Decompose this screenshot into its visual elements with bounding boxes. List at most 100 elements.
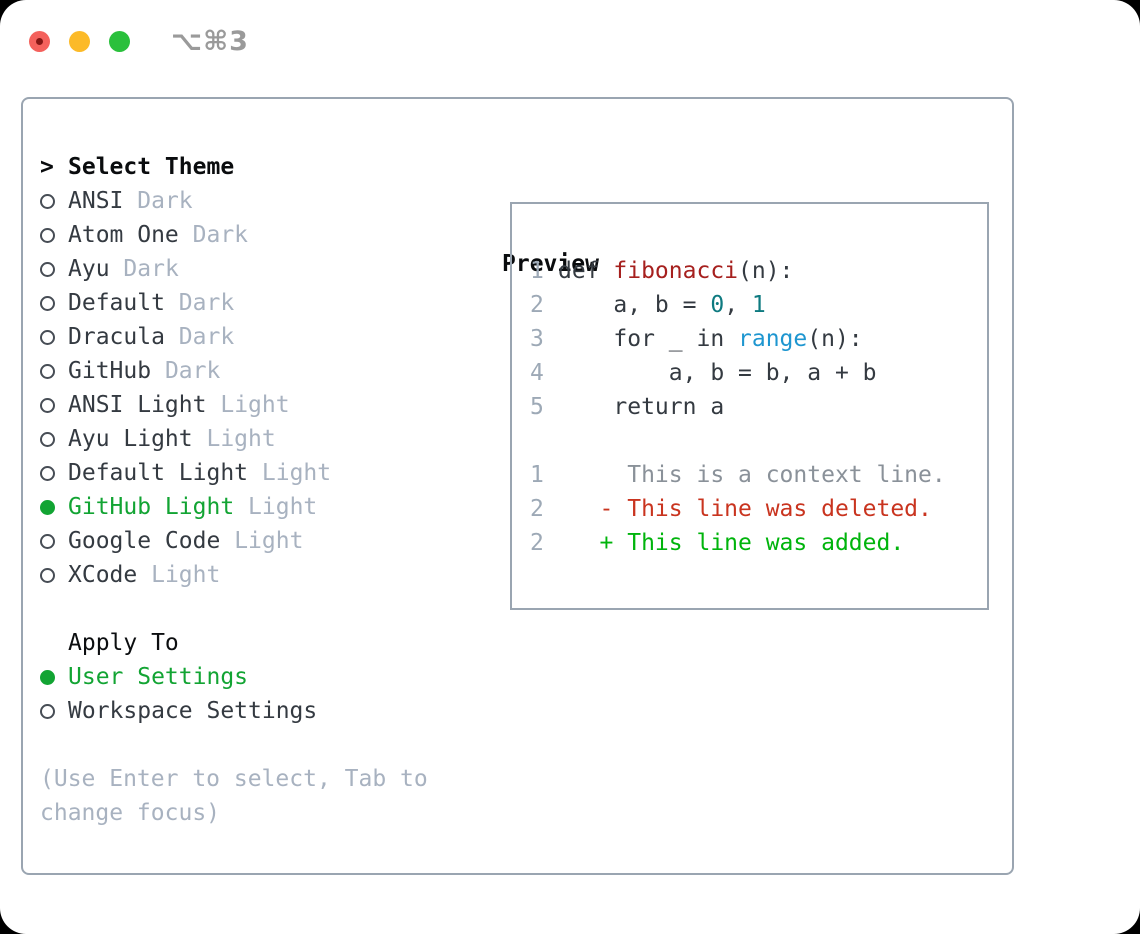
theme-name: Dracula bbox=[68, 324, 165, 350]
code-preview: 1 def fibonacci(n): 2 a, b = 0, 1 3 for … bbox=[530, 254, 987, 424]
diff-preview: 1 This is a context line. 2 - This line … bbox=[530, 458, 987, 560]
radio-icon bbox=[40, 703, 55, 719]
diff-line: 1 This is a context line. bbox=[530, 458, 987, 492]
theme-option[interactable]: ANSI Light Light bbox=[40, 388, 470, 422]
theme-variant: Dark bbox=[164, 358, 221, 384]
theme-picker-window: > Select Theme ANSI Dark Atom One Dark A… bbox=[21, 97, 1014, 875]
apply-to-option[interactable]: Workspace Settings bbox=[40, 694, 470, 728]
theme-variant: Light bbox=[261, 460, 332, 486]
minimize-button[interactable] bbox=[69, 31, 90, 52]
theme-name: Default bbox=[68, 290, 165, 316]
window-title: ⌥⌘3 bbox=[171, 26, 249, 57]
theme-variant: Light bbox=[151, 562, 221, 588]
preview-box: 1 def fibonacci(n): 2 a, b = 0, 1 3 for … bbox=[510, 202, 989, 610]
line-number: 2 bbox=[530, 292, 544, 318]
theme-panel: > Select Theme ANSI Dark Atom One Dark A… bbox=[40, 150, 470, 830]
theme-name: ANSI Light bbox=[68, 392, 207, 418]
diff-text: + This line was added. bbox=[558, 530, 905, 556]
line-number: 4 bbox=[530, 360, 544, 386]
code-text: def fibonacci(n): bbox=[558, 258, 794, 284]
theme-variant: Dark bbox=[178, 290, 235, 316]
line-number: 2 bbox=[530, 496, 544, 522]
diff-text: This is a context line. bbox=[558, 462, 946, 488]
radio-icon bbox=[40, 397, 55, 413]
line-number: 3 bbox=[530, 326, 544, 352]
code-line: 5 return a bbox=[530, 390, 987, 424]
code-line: 4 a, b = b, a + b bbox=[530, 356, 987, 390]
theme-name: Default Light bbox=[68, 460, 249, 486]
spacer bbox=[40, 728, 470, 762]
radio-icon bbox=[40, 193, 55, 209]
radio-icon bbox=[40, 363, 55, 379]
apply-to-option[interactable]: User Settings bbox=[40, 660, 470, 694]
radio-icon bbox=[40, 499, 55, 515]
code-line: 1 def fibonacci(n): bbox=[530, 254, 987, 288]
line-number: 5 bbox=[530, 394, 544, 420]
theme-name: GitHub bbox=[68, 358, 152, 384]
theme-option[interactable]: Dracula Dark bbox=[40, 320, 470, 354]
theme-option[interactable]: Google Code Light bbox=[40, 524, 470, 558]
theme-variant: Dark bbox=[137, 188, 193, 214]
code-text: a, b = 0, 1 bbox=[558, 292, 766, 318]
radio-icon bbox=[40, 465, 55, 481]
theme-option[interactable]: GitHub Light Light bbox=[40, 490, 470, 524]
theme-variant: Light bbox=[220, 392, 290, 418]
preview-title: Preview bbox=[502, 251, 599, 277]
theme-option[interactable]: GitHub Dark bbox=[40, 354, 470, 388]
theme-option[interactable]: Default Light Light bbox=[40, 456, 470, 490]
diff-line: 2 - This line was deleted. bbox=[530, 492, 987, 526]
code-line: 3 for _ in range(n): bbox=[530, 322, 987, 356]
theme-name: Google Code bbox=[68, 528, 221, 554]
theme-option[interactable]: Ayu Light Light bbox=[40, 422, 470, 456]
theme-name: Ayu bbox=[68, 256, 110, 282]
theme-option[interactable]: Ayu Dark bbox=[40, 252, 470, 286]
spacer bbox=[40, 592, 470, 626]
radio-icon bbox=[40, 295, 55, 311]
keyboard-hint: (Use Enter to select, Tab to change focu… bbox=[40, 766, 428, 826]
theme-option[interactable]: XCode Light bbox=[40, 558, 470, 592]
theme-list: ANSI Dark Atom One Dark Ayu Dark Default… bbox=[40, 184, 470, 592]
diff-line: 2 + This line was added. bbox=[530, 526, 987, 560]
theme-name: ANSI bbox=[68, 188, 124, 214]
apply-to-label: User Settings bbox=[68, 664, 249, 690]
theme-variant: Dark bbox=[192, 222, 249, 248]
code-text: a, b = b, a + b bbox=[558, 360, 877, 386]
theme-option[interactable]: ANSI Dark bbox=[40, 184, 470, 218]
apply-to-list: User Settings Workspace Settings bbox=[40, 660, 470, 728]
spacer bbox=[530, 424, 987, 458]
code-text: return a bbox=[558, 394, 725, 420]
code-text: for _ in range(n): bbox=[558, 326, 863, 352]
radio-icon bbox=[40, 431, 55, 447]
apply-to-label: Workspace Settings bbox=[68, 698, 318, 724]
radio-icon bbox=[40, 329, 55, 345]
line-number: 1 bbox=[530, 462, 544, 488]
line-number: 1 bbox=[530, 258, 544, 284]
theme-name: Ayu Light bbox=[68, 426, 193, 452]
theme-name: GitHub Light bbox=[68, 494, 235, 520]
radio-icon bbox=[40, 669, 55, 685]
diff-text: - This line was deleted. bbox=[558, 496, 932, 522]
radio-icon bbox=[40, 227, 55, 243]
code-line: 2 a, b = 0, 1 bbox=[530, 288, 987, 322]
theme-variant: Light bbox=[234, 528, 304, 554]
zoom-button[interactable] bbox=[109, 31, 130, 52]
theme-name: XCode bbox=[68, 562, 138, 588]
theme-variant: Light bbox=[248, 494, 318, 520]
line-number: 2 bbox=[530, 530, 544, 556]
apply-to-title: Apply To bbox=[68, 630, 179, 656]
theme-variant: Light bbox=[206, 426, 276, 452]
radio-icon bbox=[40, 261, 55, 277]
theme-name: Atom One bbox=[68, 222, 179, 248]
apply-to-header: Apply To bbox=[40, 626, 470, 660]
radio-icon bbox=[40, 567, 55, 583]
prompt-cursor: > bbox=[40, 154, 54, 180]
panel-header: > Select Theme bbox=[40, 150, 470, 184]
titlebar: ⌥⌘3 bbox=[29, 26, 249, 57]
panel-title: Select Theme bbox=[68, 154, 235, 180]
close-button[interactable] bbox=[29, 31, 50, 52]
theme-variant: Dark bbox=[123, 256, 179, 282]
radio-icon bbox=[40, 533, 55, 549]
theme-option[interactable]: Atom One Dark bbox=[40, 218, 470, 252]
theme-option[interactable]: Default Dark bbox=[40, 286, 470, 320]
